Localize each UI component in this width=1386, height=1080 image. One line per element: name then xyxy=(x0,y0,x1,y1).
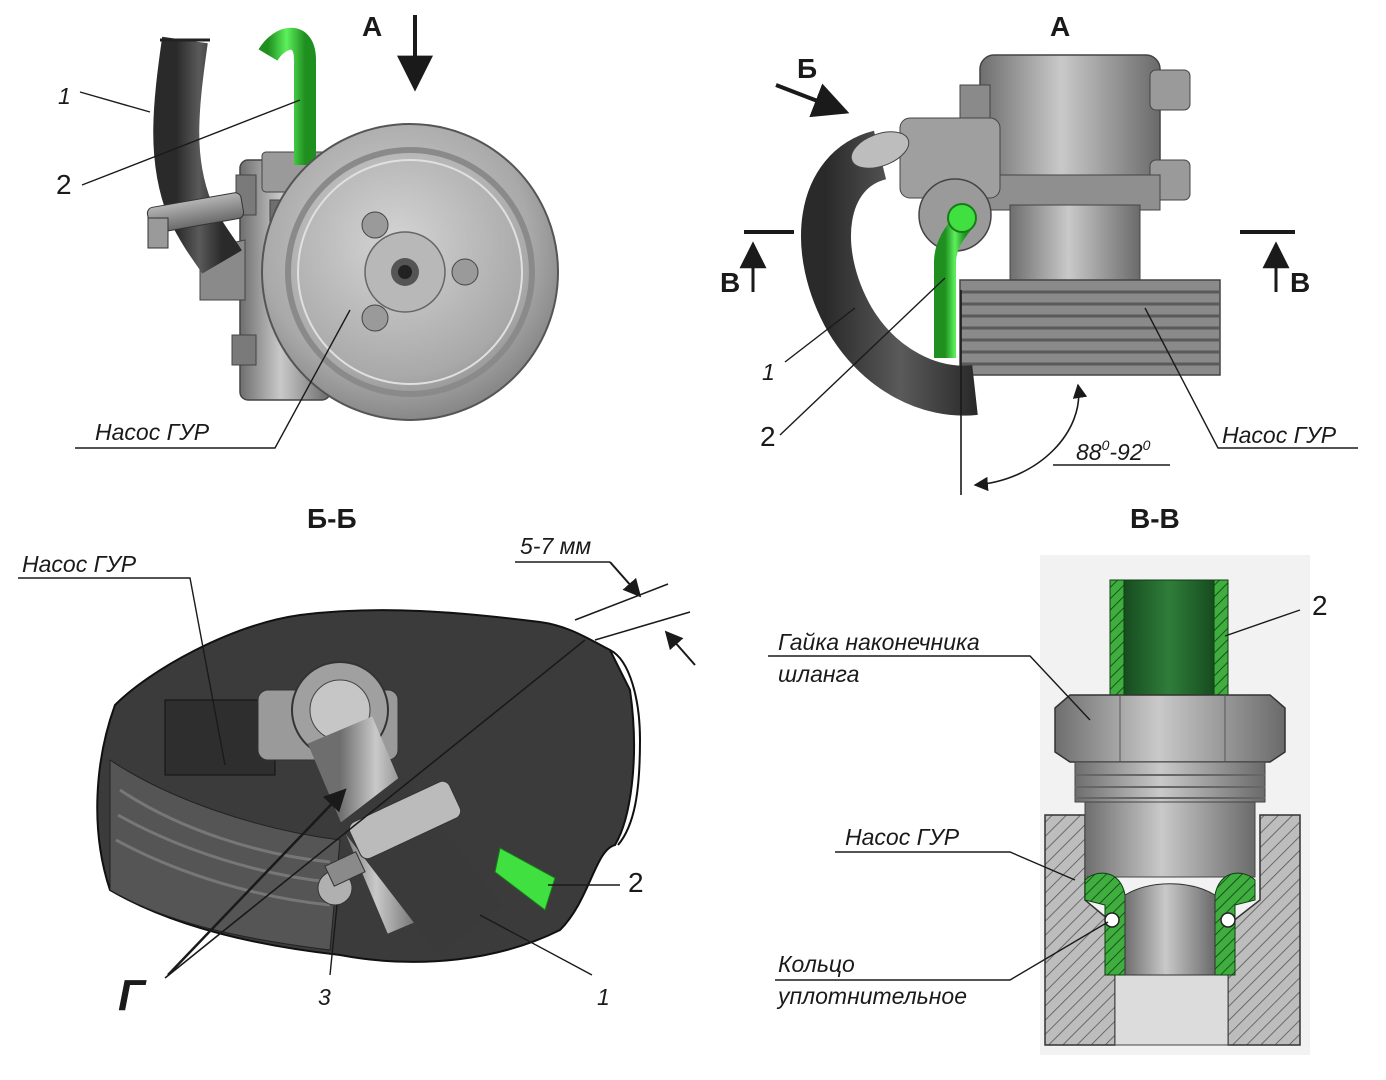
leader-1-front xyxy=(79,91,151,113)
angle-arc xyxy=(973,383,1088,492)
section-v-label-left: В xyxy=(720,267,740,298)
leader-pump-bb xyxy=(18,577,226,766)
pulley-front xyxy=(261,123,559,421)
hose-nut xyxy=(1054,694,1286,763)
callout-g: Г xyxy=(118,971,147,1020)
callout-1-front: 1 xyxy=(58,83,71,109)
pump-label-front: Насос ГУР xyxy=(95,419,210,445)
arrow-b xyxy=(775,83,850,118)
section-bb: Б-Б 5-7 мм Г Насос xyxy=(18,503,696,1020)
o-ring-right xyxy=(1220,912,1236,928)
pump-label-bb: Насос ГУР xyxy=(22,551,137,577)
pump-housing-side xyxy=(899,54,1191,281)
leader-pump-side xyxy=(1144,307,1358,449)
hose-1-side xyxy=(801,130,978,416)
ring-label-line1: Кольцо xyxy=(778,951,855,977)
leader-2-vv xyxy=(1224,609,1301,637)
callout-2-vv: 2 xyxy=(1312,590,1328,621)
callout-3-bb: 3 xyxy=(318,984,331,1010)
section-bb-clamp xyxy=(348,780,462,860)
gap-dimension: 5-7 мм xyxy=(520,533,591,559)
leader-3-bb xyxy=(329,904,338,976)
view-a-label: А xyxy=(362,11,382,42)
leader-2-side xyxy=(779,277,946,436)
leader-2-front xyxy=(81,99,301,186)
clamp-front xyxy=(146,192,245,249)
hose-1-front xyxy=(153,36,242,275)
view-b-label: Б xyxy=(797,53,817,84)
leader-1-side xyxy=(784,307,856,363)
section-bb-green-tube xyxy=(494,847,556,911)
pulley-side xyxy=(959,279,1221,376)
nut-label-line1: Гайка наконечника xyxy=(778,629,980,655)
view-side: А Б xyxy=(720,11,1358,495)
leader-nut xyxy=(768,655,1091,721)
leader-pump-vv xyxy=(835,851,1076,881)
leader-1-bb xyxy=(479,914,593,976)
angle-text: 880-920 xyxy=(1076,437,1151,465)
section-bb-title: Б-Б xyxy=(307,503,357,534)
callout-1-bb: 1 xyxy=(597,984,610,1010)
view-a-title: А xyxy=(1050,11,1070,42)
leader-ring xyxy=(775,921,1109,981)
ring-label-line2: уплотнительное xyxy=(776,983,967,1009)
section-vv: В-В 2 Гайка наконечника шланга Насос ГУ xyxy=(768,503,1328,1055)
section-vv-title: В-В xyxy=(1130,503,1180,534)
fitting-tip xyxy=(1124,883,1216,976)
tube-2-section xyxy=(1109,579,1229,696)
tube-2-front xyxy=(258,27,316,165)
o-ring-left xyxy=(1104,912,1120,928)
leader-pump-front xyxy=(75,309,351,449)
callout-1-side: 1 xyxy=(762,359,775,385)
callout-2-side: 2 xyxy=(760,421,776,452)
arrow-g xyxy=(167,788,347,976)
nut-label-line2: шланга xyxy=(778,661,859,687)
pump-label-vv: Насос ГУР xyxy=(845,824,960,850)
pump-label-side: Насос ГУР xyxy=(1222,422,1337,448)
section-v-label-right: В xyxy=(1290,267,1310,298)
callout-2-bb: 2 xyxy=(628,867,644,898)
view-front: А 1 2 Насос ГУР xyxy=(56,11,559,449)
callout-2-front: 2 xyxy=(56,169,72,200)
